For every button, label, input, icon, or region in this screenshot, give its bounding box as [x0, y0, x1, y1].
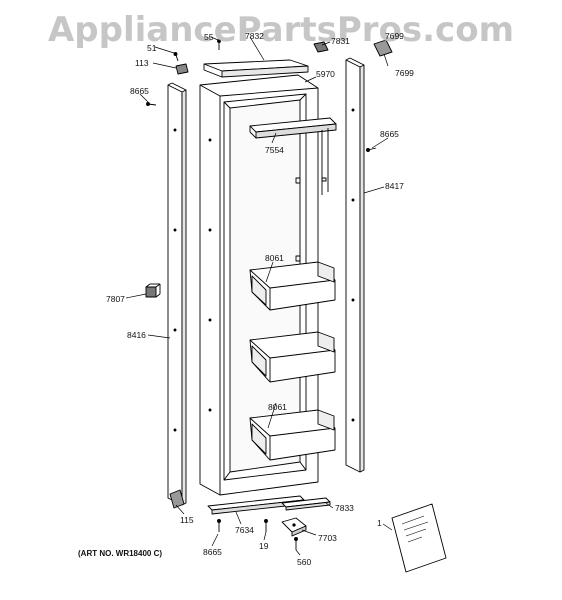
label-560: 560	[297, 557, 312, 567]
label-8417: 8417	[385, 181, 404, 191]
art-number: (ART NO. WR18400 C)	[78, 549, 163, 558]
label-7832: 7832	[245, 31, 264, 41]
owners-manual-1	[391, 503, 447, 573]
label-19: 19	[259, 541, 269, 551]
door-shelf-bin-8061-lower	[249, 409, 336, 461]
label-7699-top: 7699	[385, 31, 404, 41]
label-8665-right: 8665	[380, 129, 399, 139]
screw-55	[217, 39, 221, 50]
leader-lines	[125, 36, 393, 556]
small-part-7699	[373, 39, 393, 57]
door-shelf-bin-8061-upper	[249, 261, 336, 311]
label-8665-bottom: 8665	[203, 547, 222, 557]
door-top-bar-7554	[249, 117, 337, 195]
screw-560	[294, 537, 298, 550]
label-7833: 7833	[335, 503, 354, 513]
screw-51	[173, 52, 179, 62]
label-113: 113	[135, 58, 149, 68]
screw-19	[264, 519, 268, 532]
screw-8665-left	[146, 102, 157, 106]
hinge-7703	[281, 517, 307, 537]
label-8061-bottom: 8061	[268, 402, 287, 412]
small-part-113	[175, 63, 189, 75]
label-115: 115	[180, 515, 194, 525]
door-shelf-bin-middle	[249, 331, 336, 383]
label-7634: 7634	[235, 525, 254, 535]
bottom-part-115	[169, 489, 185, 509]
label-7554: 7554	[265, 145, 284, 155]
label-8061-top: 8061	[265, 253, 284, 263]
label-55: 55	[204, 32, 214, 42]
screw-8665-bottom	[217, 519, 221, 532]
label-5970: 5970	[316, 69, 335, 79]
label-7807: 7807	[106, 294, 125, 304]
label-7831: 7831	[331, 36, 350, 46]
screw-8665-right	[366, 147, 377, 152]
label-1: 1	[377, 518, 382, 528]
left-trim-strip-8416	[167, 82, 187, 506]
label-51: 51	[147, 43, 157, 53]
bottom-rail-7833	[281, 497, 331, 511]
right-trim-strip-8417	[345, 57, 365, 473]
small-part-7831	[313, 41, 329, 53]
label-7703: 7703	[318, 533, 337, 543]
label-8665-left: 8665	[130, 86, 149, 96]
label-7699: 7699	[395, 68, 414, 78]
bottom-rail-7634	[207, 495, 305, 515]
stop-block-7807	[145, 283, 161, 298]
watermark: AppliancePartsPros.com	[47, 10, 514, 50]
label-8416: 8416	[127, 330, 146, 340]
top-door-cap	[203, 59, 309, 78]
